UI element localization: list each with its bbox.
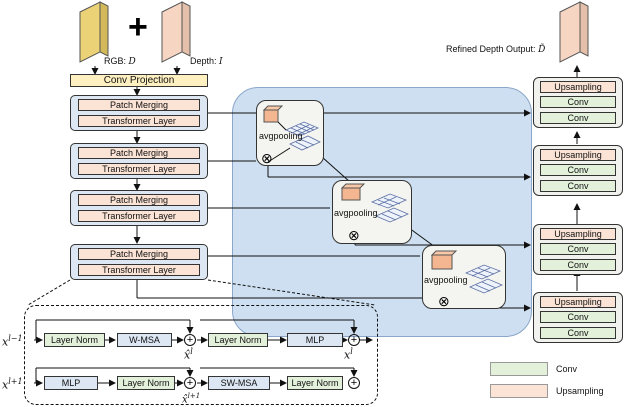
conv-4b: Conv — [540, 327, 616, 339]
avgpooling-label-1: avgpooling — [259, 131, 303, 141]
row1-input-sup: l−1 — [8, 334, 23, 343]
patch-merging-4: Patch Merging — [78, 248, 200, 260]
legend-conv-swatch — [490, 362, 548, 376]
row1-add-icon-b: + — [348, 334, 360, 346]
multiply-icon-1: ⊗ — [261, 150, 273, 166]
row1-add-icon-a: + — [184, 334, 196, 346]
row1-input-symbol: xl−1 — [2, 334, 23, 349]
depth-input-slab — [161, 1, 191, 63]
row2-swmsa: SW-MSA — [208, 376, 270, 390]
output-label-text: Refined Depth Output: — [446, 44, 539, 54]
row2-add-icon-b: + — [348, 377, 360, 389]
row1-wmsa: W-MSA — [117, 333, 172, 347]
patch-merging-3: Patch Merging — [78, 194, 200, 206]
conv-3a: Conv — [540, 243, 616, 255]
transformer-layer-3: Transformer Layer — [78, 210, 200, 222]
transformer-layer-4: Transformer Layer — [78, 264, 200, 276]
depth-label: Depth: I — [190, 56, 223, 67]
legend-upsampling-swatch — [490, 384, 548, 398]
plus-icon: + — [128, 8, 148, 46]
legend-conv-label: Conv — [556, 364, 578, 374]
row1-layer-norm-a: Layer Norm — [44, 333, 105, 347]
row1-mid-sup: l — [190, 347, 193, 356]
pooling-graphic-2 — [340, 183, 409, 223]
row2-mlp: MLP — [44, 376, 98, 390]
output-symbol: D̃ — [538, 45, 546, 55]
multiply-icon-3: ⊗ — [438, 293, 450, 309]
upsampling-1: Upsampling — [540, 81, 616, 93]
conv-4a: Conv — [540, 311, 616, 323]
patch-merging-1: Patch Merging — [78, 99, 200, 111]
row1-mid-x: x̂ — [184, 348, 191, 362]
conv-1a: Conv — [540, 96, 616, 108]
conv-2b: Conv — [540, 180, 616, 192]
row1-mlp: MLP — [287, 333, 343, 347]
legend-upsampling-label: Upsampling — [556, 386, 604, 396]
upsampling-2: Upsampling — [540, 149, 616, 161]
row2-layer-norm-b: Layer Norm — [287, 376, 343, 390]
depth-label-text: Depth: — [190, 56, 220, 66]
row1-output-x: x — [344, 348, 351, 362]
row1-output-symbol: xl — [344, 347, 353, 362]
output-depth-slab — [559, 1, 589, 63]
conv-1b: Conv — [540, 112, 616, 124]
row2-input-symbol: xl+1 — [2, 377, 23, 392]
pooling-graphic-3 — [430, 250, 503, 294]
row1-mid-symbol: x̂l — [184, 347, 193, 362]
output-label: Refined Depth Output: D̃ — [446, 44, 545, 55]
row1-layer-norm-b: Layer Norm — [208, 333, 268, 347]
upsampling-3: Upsampling — [540, 228, 616, 240]
transformer-detail-panel — [24, 305, 378, 405]
rgb-label-text: RGB: — [104, 56, 129, 66]
transformer-layer-1: Transformer Layer — [78, 115, 200, 127]
avgpooling-label-3: avgpooling — [424, 275, 468, 285]
rgb-symbol: D — [128, 57, 136, 67]
row2-mid-x: x̂ — [182, 394, 188, 406]
patch-merging-2: Patch Merging — [78, 147, 200, 159]
rgb-input-slab — [79, 1, 109, 63]
row2-layer-norm-a: Layer Norm — [117, 376, 175, 390]
row2-add-icon-a: + — [184, 377, 196, 389]
row2-mid-sup: l+1 — [187, 392, 201, 400]
row2-mid-symbol: x̂l+1 — [182, 392, 200, 405]
row1-input-x: x — [2, 335, 9, 349]
row1-output-sup: l — [350, 347, 353, 356]
rgb-label: RGB: D — [104, 56, 136, 67]
row2-input-sup: l+1 — [8, 377, 23, 386]
transformer-layer-2: Transformer Layer — [78, 163, 200, 175]
avgpooling-label-2: avgpooling — [334, 208, 378, 218]
depth-symbol: I — [219, 57, 223, 67]
conv-projection-box: Conv Projection — [70, 74, 208, 87]
pooling-graphic-1 — [262, 105, 321, 163]
conv-3b: Conv — [540, 259, 616, 271]
row2-input-x: x — [2, 378, 9, 392]
upsampling-4: Upsampling — [540, 296, 616, 308]
multiply-icon-2: ⊗ — [348, 227, 360, 243]
conv-2a: Conv — [540, 164, 616, 176]
